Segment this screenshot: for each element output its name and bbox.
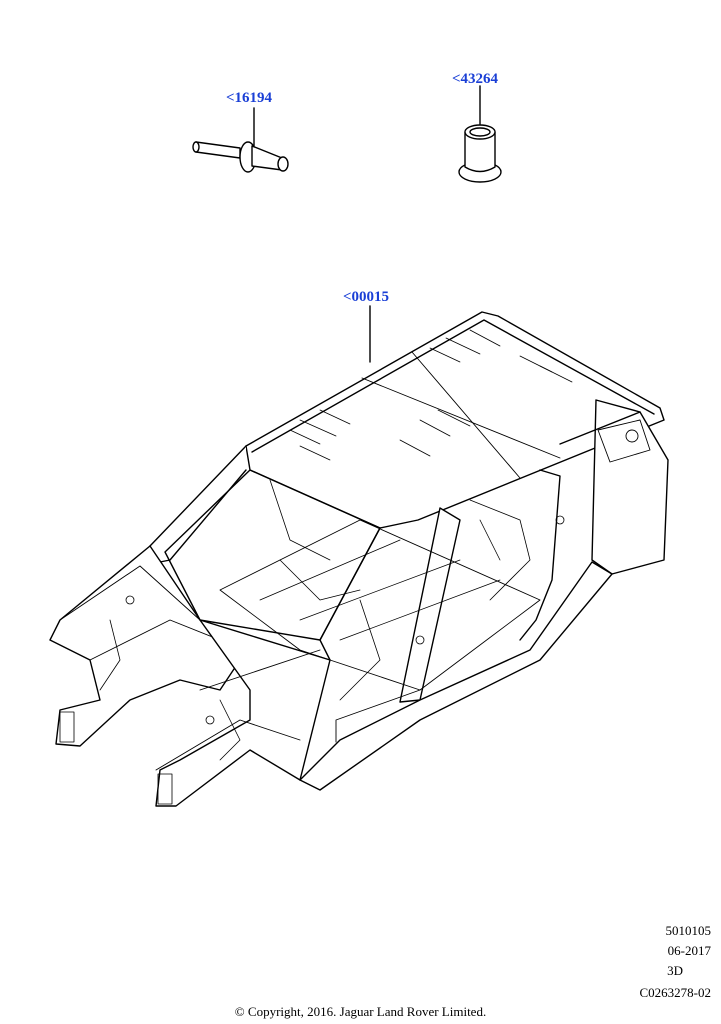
copyright-notice: © Copyright, 2016. Jaguar Land Rover Lim…	[234, 1004, 487, 1019]
diagram-code: 5010105	[665, 923, 712, 938]
callout-00015[interactable]: <00015	[343, 289, 390, 305]
callout-16194[interactable]: <16194	[226, 90, 273, 106]
rivet-part-icon[interactable]	[192, 107, 289, 173]
diagram-date: 06-2017	[667, 943, 711, 958]
rivet-nut-part-icon[interactable]	[458, 85, 502, 183]
diagram-view: 3D	[667, 963, 683, 978]
vehicle-body-shell-icon[interactable]	[49, 305, 669, 807]
callout-43264[interactable]: <43264	[452, 71, 499, 87]
diagram-reference: C0263278-02	[639, 985, 712, 1000]
